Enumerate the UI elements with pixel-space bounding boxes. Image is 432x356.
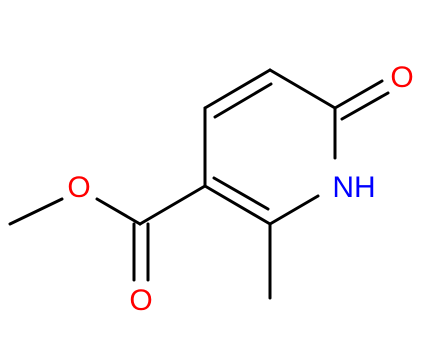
bond-c3-cester <box>138 184 207 226</box>
bond-c6-o-second <box>340 91 390 121</box>
bond-c5-c6 <box>268 68 337 110</box>
bond-c2-c3 <box>203 184 272 226</box>
bond-c2-c3-inner <box>212 176 270 211</box>
ester-oxygen-label: O <box>67 171 90 204</box>
bond-cester-o-single <box>95 197 142 226</box>
bond-lines <box>8 68 390 300</box>
bond-c4-c5-inner <box>213 82 273 119</box>
bond-c4-c5 <box>203 68 272 110</box>
nh-label: NH <box>332 171 375 204</box>
bond-o-methyl <box>8 197 64 226</box>
bond-c6-o <box>333 79 384 110</box>
bond-n-c2 <box>268 194 320 226</box>
ester-carbonyl-oxygen-label: O <box>129 284 152 317</box>
carbonyl-oxygen-label: O <box>390 61 413 94</box>
